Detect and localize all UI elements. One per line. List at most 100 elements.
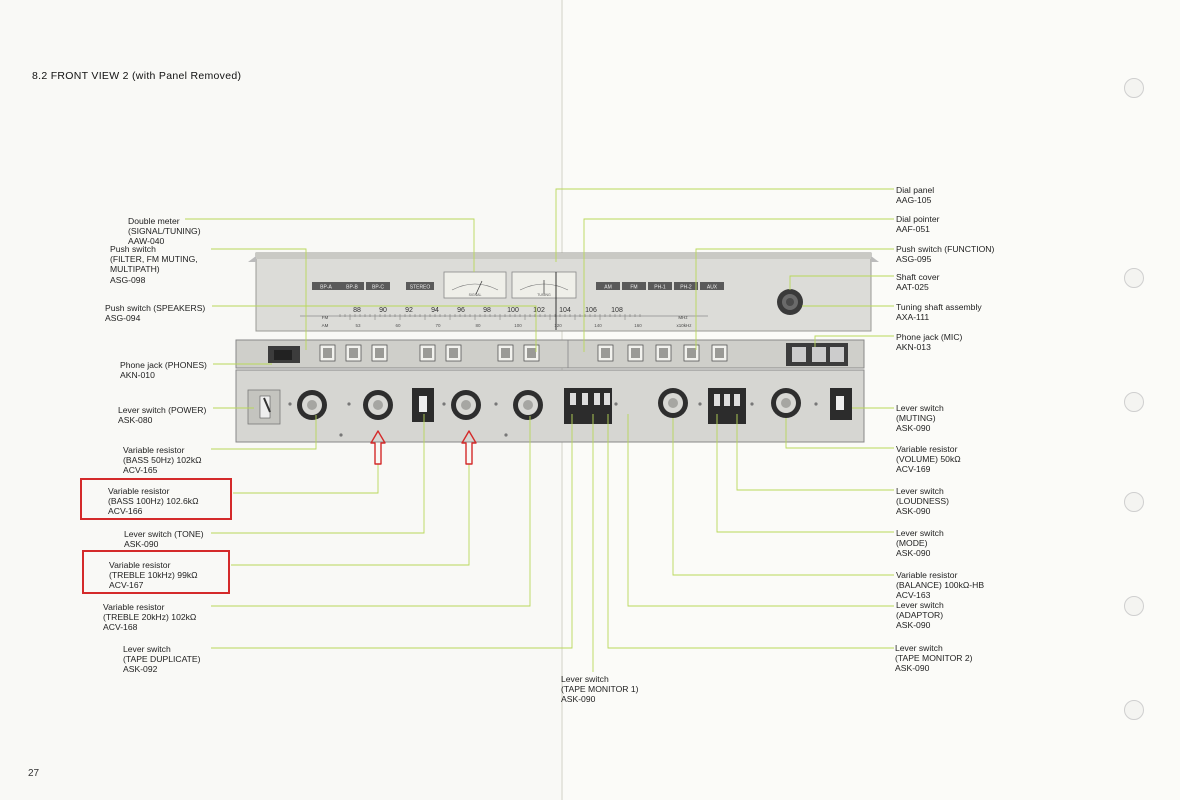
leader-line [233, 464, 379, 494]
label-lever-switch-muting: Lever switch(MUTING)ASK-090 [896, 403, 944, 434]
fm-scale-number: 102 [533, 307, 545, 314]
label-double-meter: Double meter(SIGNAL/TUNING)AAW-040 [128, 216, 201, 247]
page-number: 27 [28, 768, 40, 779]
arrow-bass-100hz [370, 430, 386, 465]
meter-tuning-label: TUNING [537, 293, 551, 297]
arrow-treble-10khz [461, 430, 477, 465]
leader-line [716, 414, 894, 533]
leader-line [789, 275, 894, 290]
dial-panel: BP-A BP-B BP-C STEREO SIGNAL TUNING AM F… [248, 252, 879, 332]
label-lever-switch-mode: Lever switch(MODE)ASK-090 [896, 528, 944, 559]
potentiometer-core [461, 400, 471, 410]
push-button-face [375, 348, 384, 358]
khz-label: x10kHz [676, 323, 692, 328]
fm-scale-number: 88 [353, 307, 361, 314]
am-scale-number: 70 [435, 323, 441, 328]
label-lever-switch-tape-monitor-1: Lever switch(TAPE MONITOR 1)ASK-090 [561, 674, 639, 705]
label-lever-switch-tape-monitor-2: Lever switch(TAPE MONITOR 2)ASK-090 [895, 643, 973, 674]
label-push-switch-speakers: Push switch (SPEAKERS)ASG-094 [105, 303, 206, 324]
leader-line [785, 418, 894, 449]
fm-scale-number: 92 [405, 307, 413, 314]
am-scale-number: 60 [395, 323, 401, 328]
meter-signal-label: SIGNAL [469, 293, 482, 297]
push-button-face [527, 348, 536, 358]
am-scale-number: 120 [554, 323, 562, 328]
leader-line [672, 418, 894, 576]
double-meter: SIGNAL TUNING [443, 271, 577, 299]
label-lever-switch-tone: Lever switch (TONE)ASK-090 [124, 529, 204, 550]
push-button-face [323, 348, 332, 358]
am-scale-number: 160 [634, 323, 642, 328]
binder-hole [1124, 700, 1144, 720]
fm-scale-number: 94 [431, 307, 439, 314]
leader-line [211, 414, 573, 649]
leader-line [607, 414, 894, 649]
fm-scale-number: 106 [585, 307, 597, 314]
am-scale-number: 80 [475, 323, 481, 328]
push-button-face [601, 348, 610, 358]
highlight-box-bass-100hz [80, 478, 232, 520]
label-lever-switch-power: Lever switch (POWER)ASK-080 [118, 405, 207, 426]
label-push-switch-filter: Push switch(FILTER, FM MUTING,MULTIPATH)… [110, 244, 198, 285]
button-label-fm: FM [630, 285, 637, 291]
fm-scale-number: 108 [611, 307, 623, 314]
leader-line [185, 218, 475, 272]
leader-line [211, 414, 425, 534]
leader-line [555, 188, 894, 262]
potentiometer-core [781, 398, 791, 408]
binder-hole [1124, 78, 1144, 98]
am-scale-number: 53 [355, 323, 361, 328]
red-arrows [370, 430, 477, 465]
am-scale-number: 100 [514, 323, 522, 328]
fm-scale-number: 104 [559, 307, 571, 314]
mhz-label: MHz [678, 315, 688, 320]
section-heading: 8.2 FRONT VIEW 2 (with Panel Removed) [32, 70, 242, 82]
control-panel [235, 369, 865, 443]
fm-scale-number: 100 [507, 307, 519, 314]
leader-line [211, 415, 317, 450]
push-button-face [631, 348, 640, 358]
potentiometer-core [307, 400, 317, 410]
binder-hole [1124, 492, 1144, 512]
highlight-box-treble-10khz [82, 550, 230, 594]
label-lever-switch-tape-duplicate: Lever switch(TAPE DUPLICATE)ASK-092 [123, 644, 201, 675]
leader-line [211, 248, 307, 350]
binder-hole [1124, 268, 1144, 288]
button-label-bpc: BP-C [372, 285, 384, 291]
leader-lines [185, 188, 894, 672]
potentiometer-core [668, 398, 678, 408]
potentiometer-core [373, 400, 383, 410]
fm-scale-number: 98 [483, 307, 491, 314]
leader-line [231, 464, 470, 566]
function-button-strip-left: BP-A BP-B BP-C STEREO [312, 282, 434, 291]
fm-scale-number: 90 [379, 307, 387, 314]
leader-line [627, 414, 894, 607]
leader-line [814, 335, 894, 347]
push-button-face [501, 348, 510, 358]
button-label-bpa: BP-A [320, 285, 332, 291]
leader-line [212, 305, 537, 352]
push-button-face [687, 348, 696, 358]
label-push-switch-function: Push switch (FUNCTION)ASG-095 [896, 244, 995, 265]
am-scale-number: 140 [594, 323, 602, 328]
binder-hole [1124, 392, 1144, 412]
button-label-bpb: BP-B [346, 285, 358, 291]
shaft-cover-knob [777, 289, 803, 315]
button-label-ph2: PH-2 [680, 285, 692, 291]
stereo-label: STEREO [410, 285, 431, 291]
push-button-face [449, 348, 458, 358]
leader-line [583, 218, 894, 352]
button-label-am: AM [604, 285, 612, 291]
label-lever-switch-adaptor: Lever switch(ADAPTOR)ASK-090 [896, 600, 944, 631]
binder-hole [1124, 596, 1144, 616]
button-label-ph1: PH-1 [654, 285, 666, 291]
